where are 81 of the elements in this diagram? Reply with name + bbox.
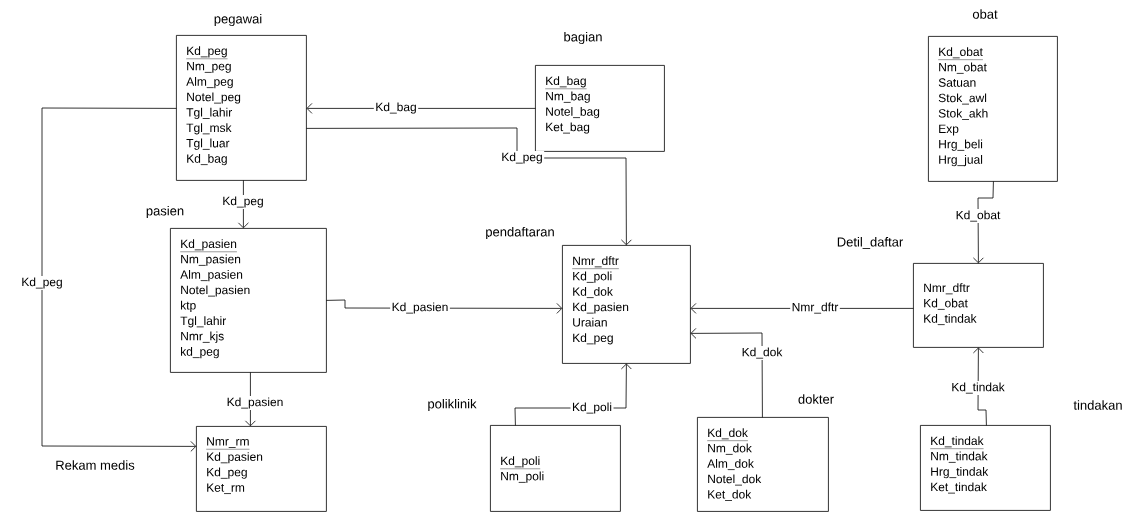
node-label: Uraian xyxy=(573,317,607,327)
node-label: Notel_peg xyxy=(187,92,241,104)
edge-label: Kd_peg xyxy=(19,275,65,291)
edge-label: Kd_poli xyxy=(570,400,614,416)
edge-label: Kd_dok xyxy=(740,345,784,361)
node-label: Ket_dok xyxy=(708,489,752,501)
entity-name: pasien xyxy=(146,205,184,219)
entity-box: Kd_pasien Nm_pasien Alm_pasien Notel_pasien ktp Tgl_lahir Nmr_kjs kd_peg xyxy=(170,228,327,373)
node-label: kd_peg xyxy=(181,347,219,359)
edge-label: Kd_bag xyxy=(373,100,419,116)
node-label: Nm_peg xyxy=(187,62,231,73)
entity-box: Kd_tindak Nm_tindak Hrg_tindak Ket_tindak xyxy=(920,425,1051,511)
arrow xyxy=(690,327,763,418)
entity-box: Nmr_dftr Kd_obat Kd_tindak xyxy=(913,263,1044,348)
arrow xyxy=(238,180,249,229)
arrow xyxy=(306,127,632,246)
arrow xyxy=(973,347,987,426)
entity-name: dokter xyxy=(798,394,834,404)
entity-name: obat xyxy=(972,9,998,19)
node-label: Nm_dok xyxy=(708,443,752,455)
edge-label: Kd_pasien xyxy=(225,395,285,411)
node-label: Kd_peg xyxy=(207,467,247,479)
node-label: Tgl_lahir xyxy=(180,316,227,328)
node-label: Kd_bag xyxy=(187,154,227,166)
entity-name: tindakan xyxy=(1073,400,1122,410)
entity-box: Kd_obat Nm_obat Satuan Stok_awl Stok_akh Exp Hrg_beli Hrg_jual xyxy=(928,36,1058,182)
node-label: Kd_dok xyxy=(573,287,613,299)
edge-label: Nmr_dftr xyxy=(790,300,840,316)
node-label: Kd_bag xyxy=(546,76,586,88)
entity-box: Kd_poli Nm_poli xyxy=(490,425,621,512)
node-label: Stok_awl xyxy=(938,93,987,105)
arrow xyxy=(41,107,197,452)
node-label: Kd_obat xyxy=(939,47,983,59)
edge-label: Kd_peg xyxy=(220,194,266,210)
node-label: Alm_pasien xyxy=(180,270,243,282)
node-label: Hrg_beli xyxy=(939,139,983,151)
node-label: Nmr_rm xyxy=(207,437,249,448)
entity-name: pegawai xyxy=(214,13,262,27)
node-label: Tgl_lahir xyxy=(186,107,233,119)
node-label: Hrg_jual xyxy=(939,155,983,167)
entity-name: bagian xyxy=(564,31,602,45)
entity-box: Kd_dok Nm_dok Alm_dok Notel_dok Ket_dok xyxy=(697,417,829,512)
node-label: Nmr_dftr xyxy=(573,256,619,268)
node-label: Alm_peg xyxy=(186,77,233,89)
entity-box: Kd_peg Nm_peg Alm_peg Notel_peg Tgl_lahir Tgl_msk Tgl_luar Kd_bag xyxy=(176,35,307,181)
arrow xyxy=(973,181,994,264)
node-label: Kd_peg xyxy=(187,46,227,58)
node-label: Notel_dok xyxy=(708,474,762,486)
edge-label: Kd_obat xyxy=(954,208,1002,224)
node-label: Nm_obat xyxy=(939,62,987,74)
node-label: Notel_bag xyxy=(546,107,600,119)
entity-box: Kd_bag Nm_bag Notel_bag Ket_bag xyxy=(535,65,665,152)
node-label: Satuan xyxy=(938,78,976,87)
node-label: Kd_dok xyxy=(708,428,748,440)
node-label: Alm_dok xyxy=(707,459,754,471)
node-label: Kd_poli xyxy=(573,271,612,283)
node-label: Ket_bag xyxy=(546,122,590,134)
node-label: Kd_pasien xyxy=(573,302,629,314)
edge-label: Kd_tindak xyxy=(949,380,1007,396)
node-label: Kd_pasien xyxy=(207,452,263,464)
node-label: Nm_bag xyxy=(546,91,590,103)
node-label: Ket_rm xyxy=(207,483,245,495)
node-label: Nmr_kjs xyxy=(181,331,224,343)
node-label: Stok_akh xyxy=(938,108,988,120)
node-label: Exp xyxy=(939,124,959,136)
edge-label: Kd_pasien xyxy=(390,300,450,316)
edge-label: Kd_peg xyxy=(499,150,545,166)
entity-name: Detil_daftar xyxy=(837,237,903,249)
arrow xyxy=(245,372,256,427)
entity-name: Rekam medis xyxy=(56,460,135,470)
node-label: Notel_pasien xyxy=(181,285,250,297)
node-label: Tgl_luar xyxy=(186,138,230,150)
entity-box: Nmr_dftr Kd_poli Kd_dok Kd_pasien Uraian Kd_peg xyxy=(562,245,691,364)
node-label: Tgl_msk xyxy=(186,123,232,135)
node-label: Kd_pasien xyxy=(181,239,237,251)
node-label: Nm_pasien xyxy=(181,254,241,266)
node-label: Kd_peg xyxy=(573,333,613,345)
entity-box: Nmr_rm Kd_pasien Kd_peg Ket_rm xyxy=(196,426,327,512)
entity-name: pendaftaran xyxy=(486,226,554,240)
node-label: ktp xyxy=(181,300,196,312)
entity-name: poliklinik xyxy=(428,398,477,412)
